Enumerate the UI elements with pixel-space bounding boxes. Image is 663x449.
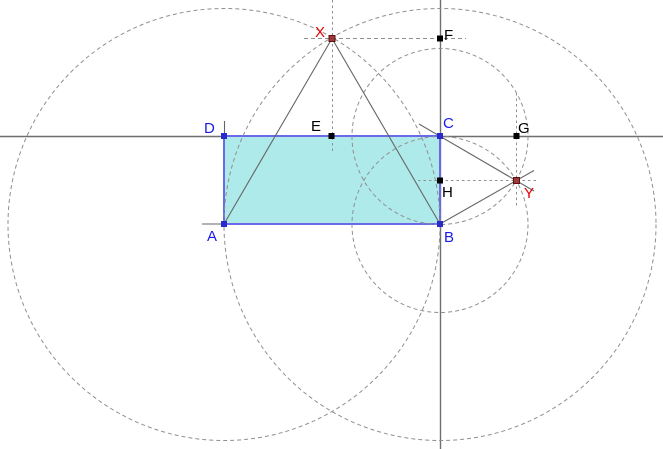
point-B-label: B bbox=[444, 229, 454, 246]
point-G-label: G bbox=[518, 120, 530, 137]
point-C[interactable] bbox=[437, 133, 443, 139]
point-H-label: H bbox=[442, 184, 453, 201]
point-H[interactable] bbox=[437, 177, 443, 184]
construction-circle-center-B-radius-BA bbox=[223, 8, 657, 441]
point-X[interactable] bbox=[328, 35, 336, 42]
construction-circle-center-C-radius-CB bbox=[351, 48, 529, 225]
point-Y[interactable] bbox=[513, 177, 520, 184]
point-A[interactable] bbox=[221, 221, 227, 227]
point-Y-label: Y bbox=[524, 185, 534, 202]
point-X-label: X bbox=[315, 24, 325, 41]
point-D[interactable] bbox=[221, 133, 227, 139]
point-E[interactable] bbox=[328, 133, 335, 139]
point-F-label: F bbox=[444, 27, 453, 44]
segment-X-B bbox=[331, 38, 441, 225]
segment-X-A bbox=[223, 38, 333, 225]
point-D-label: D bbox=[204, 120, 215, 137]
point-A-label: A bbox=[207, 228, 217, 245]
point-C-label: C bbox=[443, 115, 454, 132]
point-E-label: E bbox=[311, 118, 321, 135]
point-G[interactable] bbox=[513, 133, 520, 139]
point-B[interactable] bbox=[437, 221, 443, 227]
point-F[interactable] bbox=[437, 35, 443, 42]
